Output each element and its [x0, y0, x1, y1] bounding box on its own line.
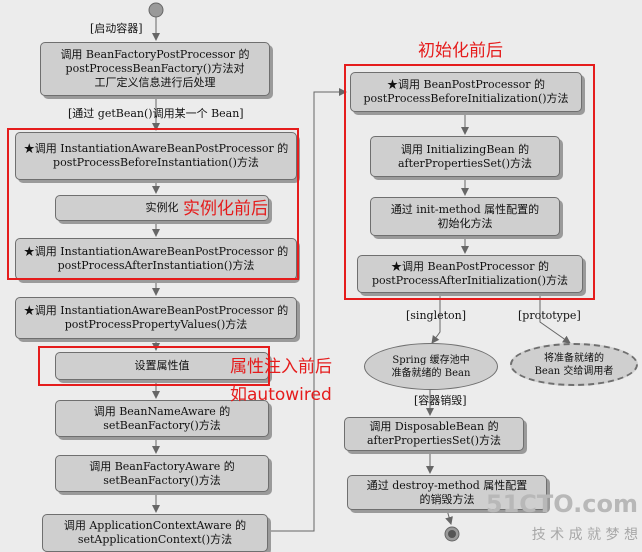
box-text-line: ★调用 BeanPostProcessor 的: [387, 78, 545, 91]
ellipse-text-line: Bean 交给调用者: [534, 365, 614, 377]
watermark-slogan: 技 术 成 就 梦 想: [531, 527, 638, 543]
prototype-caller-ellipse: 将准备就绪的 Bean 交给调用者: [510, 343, 638, 386]
instantiate-box: 实例化: [55, 195, 269, 221]
box-text-line: ★调用 BeanPostProcessor 的: [391, 260, 549, 273]
box-text-line: 调用 BeanFactoryPostProcessor 的: [60, 48, 250, 61]
after-initialization-box: ★调用 BeanPostProcessor 的 postProcessAfter…: [357, 255, 583, 293]
arrow-to-prototype: [539, 293, 571, 344]
box-text-line: 调用 DisposableBean 的: [369, 420, 499, 433]
annotation-autowired: 如autowired: [230, 385, 332, 405]
box-text-line: 调用 ApplicationContextAware 的: [63, 519, 247, 532]
application-context-aware-box: 调用 ApplicationContextAware 的 setApplicat…: [42, 514, 268, 552]
ellipse-text-line: 将准备就绪的: [544, 352, 604, 364]
box-text-line: ★调用 InstantiationAwareBeanPostProcessor …: [23, 142, 289, 155]
init-around-frame: [344, 64, 595, 300]
label-get-bean: [通过 getBean()调用某一个 Bean]: [68, 107, 244, 120]
destroy-method-box: 通过 destroy-method 属性配置 的销毁方法: [347, 475, 547, 510]
annotation-inject-around: 属性注入前后: [230, 357, 332, 377]
box-text-line: 调用 BeanNameAware 的: [93, 404, 231, 418]
box-text-line: postProcessBeforeInstantiation()方法: [53, 156, 259, 169]
box-text-line: postProcessPropertyValues()方法: [64, 318, 248, 331]
disposable-bean-box: 调用 DisposableBean 的 afterPropertiesSet()…: [344, 417, 524, 451]
after-instantiation-box: ★调用 InstantiationAwareBeanPostProcessor …: [15, 238, 297, 280]
label-start-container: [启动容器]: [90, 22, 143, 35]
arrow-to-singleton: [431, 293, 441, 344]
singleton-cache-ellipse: Spring 缓存池中 准备就绪的 Bean: [364, 343, 498, 390]
label-singleton: [singleton]: [406, 309, 467, 322]
ellipse-text-line: 准备就绪的 Bean: [391, 367, 471, 379]
box-text-line: 调用 BeanFactoryAware 的: [89, 459, 235, 473]
initializing-bean-box: 调用 InitializingBean 的 afterPropertiesSet…: [370, 136, 560, 177]
arrow-to-end: [445, 509, 453, 525]
box-text-line: ★调用 InstantiationAwareBeanPostProcessor …: [23, 304, 289, 317]
end-node-inner: [448, 530, 456, 538]
box-text-line: postProcessAfterInitialization()方法: [371, 274, 569, 287]
label-prototype: [prototype]: [518, 309, 581, 322]
box-text-line: 工厂定义信息进行后处理: [94, 76, 216, 89]
start-node: [148, 2, 164, 18]
box-text-line: 设置属性值: [134, 359, 190, 372]
ellipse-text-line: Spring 缓存池中: [392, 354, 470, 366]
before-initialization-box: ★调用 BeanPostProcessor 的 postProcessBefor…: [350, 72, 582, 112]
box-text-line: postProcessBeanFactory()方法对: [65, 62, 245, 75]
box-text-line: 调用 InitializingBean 的: [400, 142, 530, 156]
box-text-line: setBeanFactory()方法: [103, 418, 221, 432]
box-text-line: ★调用 InstantiationAwareBeanPostProcessor …: [23, 245, 289, 258]
before-instantiation-box: ★调用 InstantiationAwareBeanPostProcessor …: [15, 132, 297, 180]
init-method-box: 通过 init-method 属性配置的 初始化方法: [370, 197, 560, 236]
box-text-line: setBeanFactory()方法: [103, 473, 221, 487]
box-text-line: afterPropertiesSet()方法: [397, 156, 533, 170]
watermark-logo: 51CTO.com: [485, 490, 638, 518]
box-text-line: 初始化方法: [437, 216, 493, 230]
bean-name-aware-box: 调用 BeanNameAware 的 setBeanFactory()方法: [55, 400, 269, 437]
box-text-line: setApplicationContext()方法: [77, 533, 233, 546]
box-text-line: afterPropertiesSet()方法: [366, 434, 502, 447]
label-container-destroy: [容器销毁]: [414, 394, 467, 407]
box-text-line: 通过 init-method 属性配置的: [390, 202, 540, 216]
bean-factory-aware-box: 调用 BeanFactoryAware 的 setBeanFactory()方法: [55, 455, 269, 492]
property-values-box: ★调用 InstantiationAwareBeanPostProcessor …: [15, 297, 297, 339]
annotation-instantiate-around: 实例化前后: [183, 199, 268, 219]
box-text-line: 的销毁方法: [419, 492, 475, 506]
arrow-to-before-init: [268, 88, 347, 532]
instantiate-around-frame: [7, 128, 299, 280]
box-text-line: postProcessAfterInstantiation()方法: [57, 259, 255, 272]
box-text-line: 通过 destroy-method 属性配置: [366, 478, 528, 492]
factory-post-processor-box: 调用 BeanFactoryPostProcessor 的 postProces…: [40, 42, 270, 96]
box-text-line: postProcessBeforeInitialization()方法: [363, 92, 569, 105]
annotation-init-around: 初始化前后: [418, 41, 503, 61]
inject-around-frame: [38, 346, 270, 386]
box-text-line: 实例化: [145, 201, 179, 214]
